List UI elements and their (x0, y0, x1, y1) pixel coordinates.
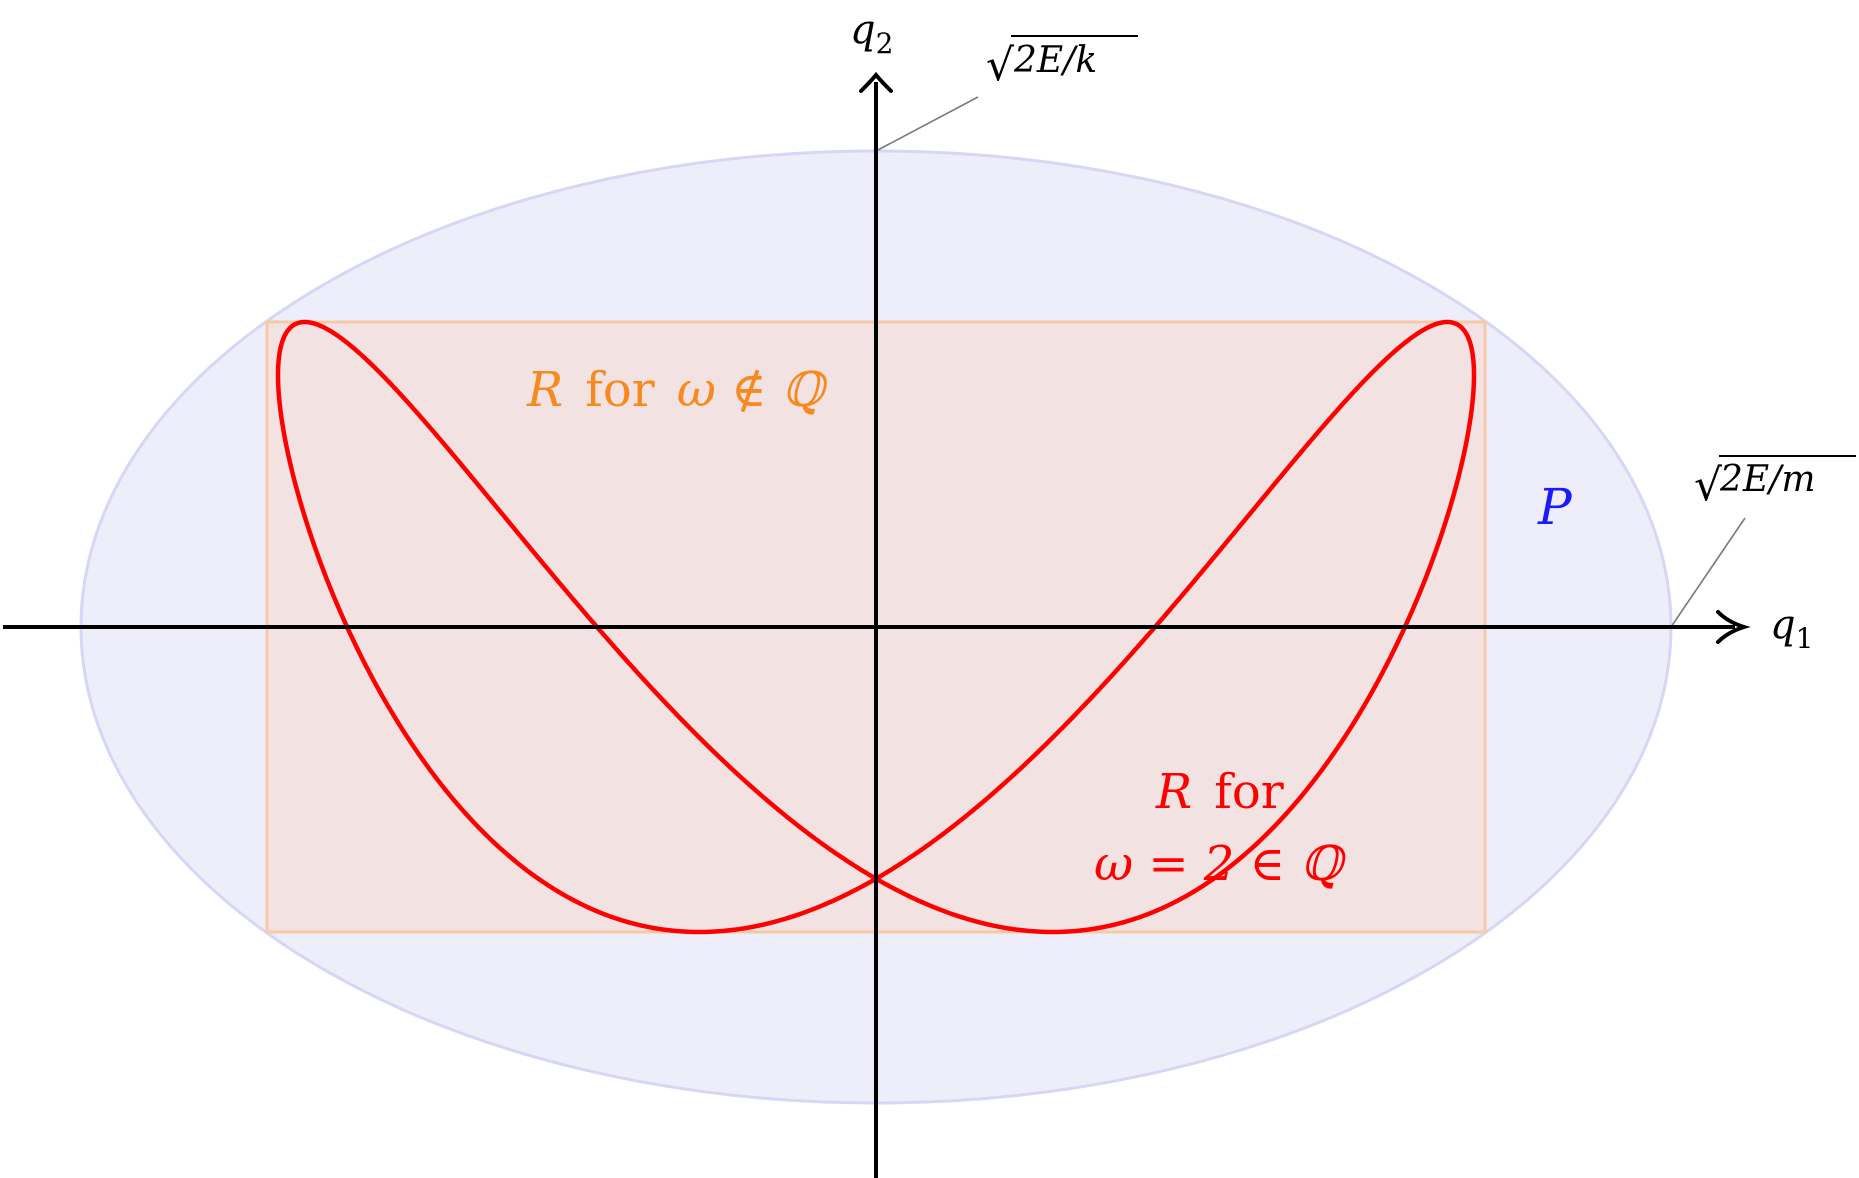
x-axis-arrowhead (1716, 610, 1751, 644)
sqrt-radicand-m: 2E/m (1719, 459, 1815, 500)
y-axis-label: q2 (850, 7, 893, 60)
y-intercept-annotation: √ 2E/k (986, 35, 1138, 91)
sqrt-radicand-k: 2E/k (1013, 40, 1097, 81)
sqrt-symbol-m: √ (1694, 460, 1723, 511)
x-axis-label: q1 (1770, 602, 1813, 655)
lissajous-curve (275, 319, 1477, 935)
label-curve-R-line2: ω = 2 ∈ ℚ (1094, 836, 1347, 892)
y-axis-arrowhead (859, 71, 893, 93)
leader-line-y-intercept (875, 96, 979, 152)
label-rectangle-R: R for ω ∉ ℚ (526, 362, 829, 418)
label-P: P (1537, 478, 1573, 536)
leader-line-x-intercept (1670, 517, 1746, 628)
sqrt-symbol-k: √ (986, 40, 1015, 91)
label-curve-R-line1: R for (1155, 764, 1284, 820)
x-intercept-annotation: √ 2E/m (1694, 455, 1856, 511)
